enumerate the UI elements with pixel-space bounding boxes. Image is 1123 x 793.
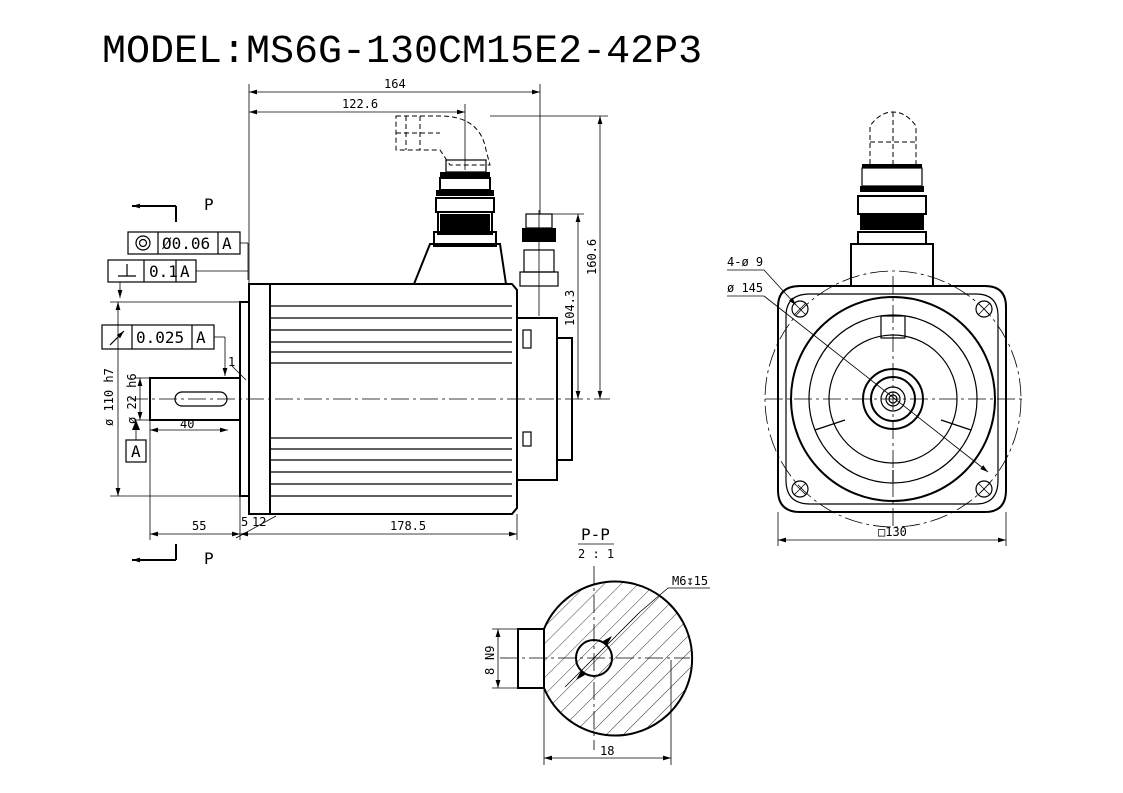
perpendicularity-icon xyxy=(118,264,136,277)
dim-body-len: 178.5 xyxy=(390,519,426,533)
gdt-concentricity: Ø0.06 A xyxy=(127,231,241,255)
section-width: 18 xyxy=(600,744,614,758)
runout-icon xyxy=(109,330,125,346)
dim-flange-a: 5 xyxy=(241,515,248,529)
motor-body xyxy=(269,283,518,515)
dim-height-total: 160.6 xyxy=(585,239,599,275)
section-mark-bottom-label: P xyxy=(204,549,214,568)
gdt-concentricity-datum: A xyxy=(222,234,232,253)
section-label: P-P xyxy=(581,525,610,544)
gdt-perp-datum: A xyxy=(180,262,190,281)
front-view: 4-ø 9 ø 145 □130 xyxy=(727,111,1022,546)
dim-connector-pos: 122.6 xyxy=(342,97,378,111)
dim-square: □130 xyxy=(878,525,907,539)
power-connector xyxy=(395,115,507,285)
dim-flange-b: 12 xyxy=(252,515,266,529)
encoder-connector xyxy=(519,210,559,316)
model-title: MODEL:MS6G-130CM15E2-42P3 xyxy=(102,30,702,75)
keyway-tol: N9 xyxy=(483,646,497,660)
section-scale: 2 : 1 xyxy=(578,547,614,561)
shaft-keyway xyxy=(174,391,228,407)
gdt-runout: 0.025 A xyxy=(101,324,215,350)
gdt-perp-tol: 0.1 xyxy=(149,262,178,281)
dim-pilot-dia: ø 110 h7 xyxy=(102,368,116,426)
datum-a: A xyxy=(125,420,147,463)
keyway-height: 8 xyxy=(483,668,497,675)
dim-key-len: 40 xyxy=(180,417,194,431)
section-mark-top-label: P xyxy=(204,195,214,214)
dim-height-center: 104.3 xyxy=(563,290,577,326)
dim-shaft-dia: ø 22 h6 xyxy=(125,373,139,424)
section-marker-top: P xyxy=(132,195,214,222)
concentricity-icon xyxy=(135,235,151,251)
gdt-runout-datum: A xyxy=(196,328,206,347)
shaft-section xyxy=(544,581,693,736)
front-connector xyxy=(850,111,934,287)
dim-holes: 4-ø 9 xyxy=(727,255,763,269)
dim-chamfer: 1 xyxy=(228,355,235,369)
bolt-holes xyxy=(791,300,993,498)
cooling-fins xyxy=(270,305,512,497)
dim-pcd: ø 145 xyxy=(727,281,763,295)
section-view: P-P 2 : 1 M6↧15 N9 8 18 xyxy=(483,525,710,765)
gdt-runout-tol: 0.025 xyxy=(136,328,184,347)
gdt-concentricity-tol: Ø0.06 xyxy=(162,234,210,253)
thread-callout: M6↧15 xyxy=(672,574,708,588)
side-view: 164 122.6 160.6 104.3 ø 110 h7 ø 22 h6 4… xyxy=(101,77,610,568)
section-marker-bottom: P xyxy=(132,544,214,568)
datum-a-label: A xyxy=(131,442,141,461)
dim-overall: 164 xyxy=(384,77,406,91)
gdt-perpendicularity: 0.1 A xyxy=(107,259,197,283)
dim-shaft-len: 55 xyxy=(192,519,206,533)
square-flange xyxy=(777,285,1007,513)
